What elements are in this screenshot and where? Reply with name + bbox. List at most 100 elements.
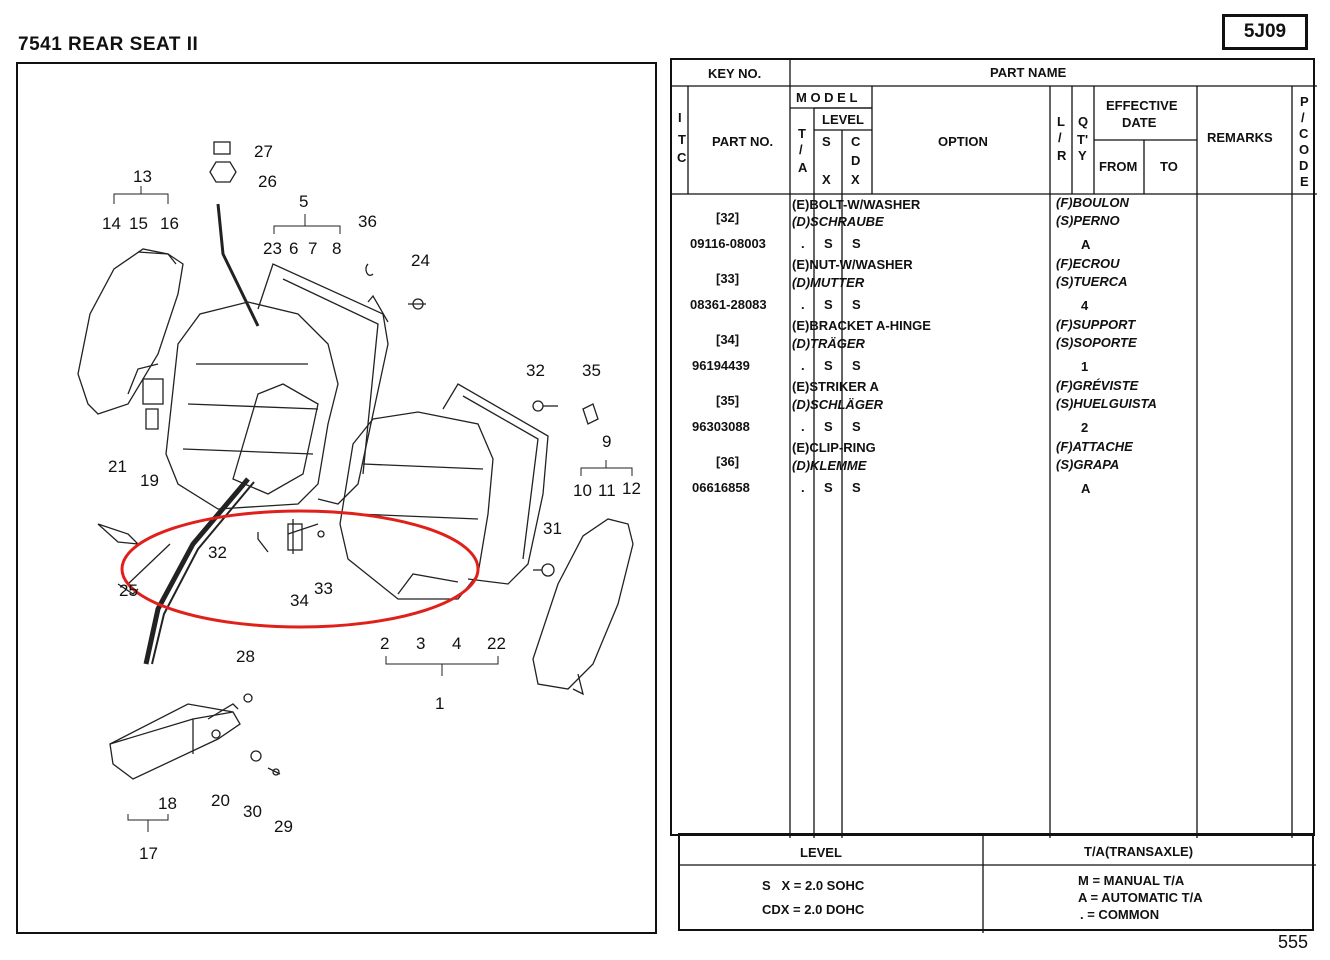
row-32-part-no: 09116-08003	[690, 236, 766, 251]
header-part-name: PART NAME	[990, 65, 1067, 80]
row-34-name-s: (S)SOPORTE	[1056, 335, 1137, 350]
row-33-name-d: (D)MUTTER	[792, 275, 865, 290]
header-pcode-c: C	[1299, 126, 1309, 141]
header-model: M O D E L	[796, 90, 857, 105]
callout-17: 17	[139, 844, 158, 863]
row-32-name-f: (F)BOULON	[1056, 195, 1129, 210]
row-36-part-no: 06616858	[692, 480, 750, 495]
callout-16: 16	[160, 214, 179, 233]
header-qty-q: Q	[1078, 114, 1088, 129]
page-number: 555	[1278, 932, 1309, 952]
header-ta-slash: /	[799, 142, 803, 157]
row-33-name-f: (F)ECROU	[1056, 256, 1120, 271]
row-34-name-d: (D)TRÄGER	[792, 336, 865, 351]
callout-30: 30	[243, 802, 262, 821]
row-32-name-e: (E)BOLT-W/WASHER	[792, 197, 921, 212]
header-pcode-d: D	[1299, 158, 1308, 173]
header-part-no: PART NO.	[712, 134, 773, 149]
callout-3: 3	[416, 634, 425, 653]
legend-level-header: LEVEL	[800, 845, 842, 860]
legend-level-line2: CDX = 2.0 DOHC	[762, 902, 865, 917]
callout-24: 24	[411, 251, 430, 270]
callout-10: 10	[573, 481, 592, 500]
header-key-no: KEY NO.	[708, 66, 761, 81]
callout-13: 13	[133, 167, 152, 186]
callout-32-right: 32	[526, 361, 545, 380]
row-33-cdx: S	[852, 297, 861, 312]
header-sx-x: X	[822, 172, 831, 187]
row-36-name-e: (E)CLIP-RING	[792, 440, 876, 455]
row-36-cdx: S	[852, 480, 861, 495]
row-33-sx: S	[824, 297, 833, 312]
row-36-name-f: (F)ATTACHE	[1056, 439, 1133, 454]
section-code-box: 5J09	[1222, 14, 1308, 50]
row-36-qty: A	[1081, 481, 1091, 496]
callout-18: 18	[158, 794, 177, 813]
legend-box: LEVEL T/A(TRANSAXLE) S X = 2.0 SOHC CDX …	[678, 833, 1316, 933]
legend-grid	[680, 835, 1316, 933]
row-35-qty: 2	[1081, 420, 1089, 435]
callout-labels: 13 14 15 16 27 26 5 23 6 7 8 36 24 32 35…	[102, 142, 641, 863]
header-qty-y: Y	[1078, 148, 1087, 163]
callout-25: 25	[119, 581, 138, 600]
row-35-name-f: (F)GRÉVISTE	[1056, 378, 1139, 393]
row-34-sx: S	[824, 358, 833, 373]
header-pcode-slash: /	[1301, 110, 1305, 125]
callout-19: 19	[140, 471, 159, 490]
row-36-sx: S	[824, 480, 833, 495]
row-33-name-s: (S)TUERCA	[1056, 274, 1128, 289]
callout-22: 22	[487, 634, 506, 653]
header-date: DATE	[1122, 115, 1157, 130]
callout-7: 7	[308, 239, 317, 258]
row-33-qty: 4	[1081, 298, 1089, 313]
header-sx-s: S	[822, 134, 831, 149]
row-35-key: [35]	[716, 393, 740, 408]
row-32-key: [32]	[716, 210, 740, 225]
header-effective: EFFECTIVE	[1106, 98, 1178, 113]
header-level: LEVEL	[822, 112, 864, 127]
highlight-circle	[120, 509, 480, 629]
header-lr-slash: /	[1058, 130, 1062, 145]
exploded-diagram-panel: 13 14 15 16 27 26 5 23 6 7 8 36 24 32 35…	[16, 62, 657, 934]
row-35-part-no: 96303088	[692, 419, 750, 434]
header-itc-i: I	[678, 110, 682, 125]
header-to: TO	[1160, 159, 1178, 174]
callout-28: 28	[236, 647, 255, 666]
row-36-ta: .	[801, 480, 805, 495]
page-title: 7541 REAR SEAT II	[18, 34, 199, 55]
callout-5: 5	[299, 192, 308, 211]
callout-29: 29	[274, 817, 293, 836]
row-35-name-e: (E)STRIKER A	[792, 379, 879, 394]
header-qty-t: T'	[1077, 132, 1088, 147]
legend-ta-header: T/A(TRANSAXLE)	[1084, 844, 1194, 859]
row-32-name-s: (S)PERNO	[1056, 213, 1120, 228]
callout-4: 4	[452, 634, 461, 653]
header-cdx-x: X	[851, 172, 860, 187]
callout-6: 6	[289, 239, 298, 258]
callout-8: 8	[332, 239, 341, 258]
callout-14: 14	[102, 214, 121, 233]
row-35-cdx: S	[852, 419, 861, 434]
callout-31: 31	[543, 519, 562, 538]
row-32-ta: .	[801, 236, 805, 251]
header-ta-t: T	[798, 126, 806, 141]
row-35-name-s: (S)HUELGUISTA	[1056, 396, 1157, 411]
callout-26: 26	[258, 172, 277, 191]
callout-1: 1	[435, 694, 444, 713]
header-lr-r: R	[1057, 148, 1067, 163]
callout-12: 12	[622, 479, 641, 498]
header-itc-t: T	[678, 132, 686, 147]
callout-9: 9	[602, 432, 611, 451]
row-35-ta: .	[801, 419, 805, 434]
callout-35: 35	[582, 361, 601, 380]
exploded-diagram: 13 14 15 16 27 26 5 23 6 7 8 36 24 32 35…	[77, 141, 641, 863]
callout-34: 34	[290, 591, 309, 610]
row-32-cdx: S	[852, 236, 861, 251]
callout-21: 21	[108, 457, 127, 476]
callout-27: 27	[254, 142, 273, 161]
header-itc-c: C	[677, 150, 687, 165]
row-33-key: [33]	[716, 271, 740, 286]
callout-11: 11	[598, 481, 616, 500]
header-pcode-o: O	[1299, 142, 1309, 157]
row-32-name-d: (D)SCHRAUBE	[792, 214, 884, 229]
